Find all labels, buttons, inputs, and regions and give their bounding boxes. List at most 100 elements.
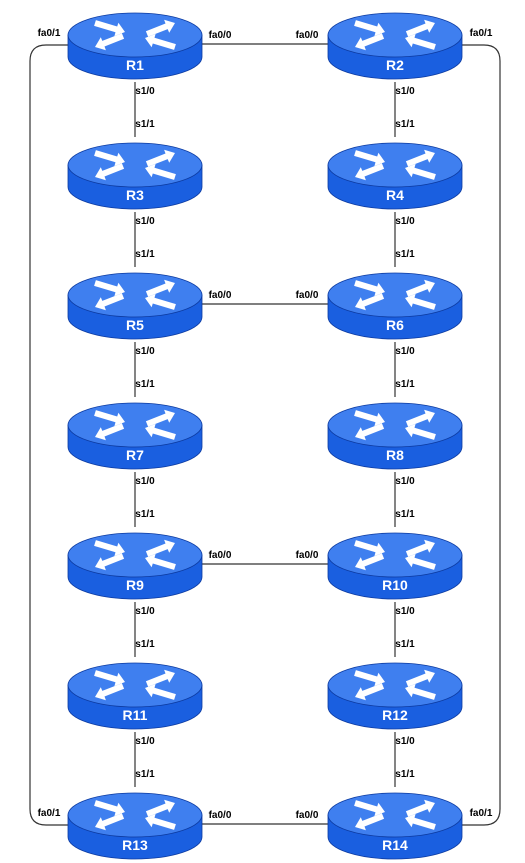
router-arrow-icon	[145, 553, 176, 570]
router-icon	[94, 539, 176, 571]
link-r1-r13	[29, 44, 68, 826]
port-labels-layer: fa0/0 fa0/0 s1/0 s1/1 s1/0 s1/1 s1/0 s1/1 s1/0 s1…	[38, 28, 493, 821]
router-top-face	[67, 532, 203, 578]
router-arrow-icon	[354, 280, 385, 297]
port-label: fa0/0	[209, 290, 232, 301]
router-label: R8	[386, 447, 404, 463]
port-label: s1/1	[395, 119, 415, 130]
port-label: s1/1	[395, 639, 415, 650]
router-arrow-icon	[145, 813, 176, 830]
port-label: s1/1	[135, 379, 155, 390]
router-top-face	[67, 12, 203, 58]
router-r7: R7	[67, 402, 203, 470]
router-top-face	[327, 532, 463, 578]
router-arrow-icon	[94, 800, 125, 817]
router-r2: R2	[327, 12, 463, 80]
router-arrow-icon	[355, 683, 385, 701]
router-arrow-icon	[145, 423, 176, 440]
router-arrow-icon	[405, 279, 435, 297]
router-arrow-icon	[405, 553, 436, 570]
router-arrow-icon	[405, 683, 436, 700]
router-arrow-icon	[145, 163, 176, 180]
router-arrow-icon	[355, 553, 385, 571]
port-label: fa0/0	[296, 550, 319, 561]
router-r4: R4	[327, 142, 463, 210]
router-top-face	[67, 402, 203, 448]
router-arrow-icon	[145, 669, 175, 687]
router-r12: R12	[327, 662, 463, 730]
router-top-face	[327, 12, 463, 58]
router-top-face	[327, 402, 463, 448]
router-label: R5	[126, 317, 144, 333]
router-arrow-icon	[95, 293, 125, 311]
router-arrow-icon	[95, 813, 125, 831]
router-r11: R11	[67, 662, 203, 730]
router-label: R10	[382, 577, 408, 593]
links-layer	[29, 43, 501, 826]
router-icon	[354, 409, 436, 441]
router-arrow-icon	[405, 19, 435, 37]
port-label: fa0/0	[209, 810, 232, 821]
port-label: fa0/0	[296, 30, 319, 41]
port-label: s1/0	[395, 606, 415, 617]
port-label: fa0/0	[209, 550, 232, 561]
port-label: s1/0	[395, 346, 415, 357]
router-arrow-icon	[95, 683, 125, 701]
port-label: s1/0	[135, 736, 155, 747]
router-icon	[354, 279, 436, 311]
router-arrow-icon	[355, 163, 385, 181]
router-arrow-icon	[355, 813, 385, 831]
router-label: R11	[123, 707, 148, 723]
router-arrow-icon	[145, 293, 176, 310]
router-arrow-icon	[354, 150, 385, 167]
router-arrow-icon	[405, 669, 435, 687]
port-label: s1/1	[135, 249, 155, 260]
router-top-face	[67, 272, 203, 318]
port-label: fa0/0	[209, 30, 232, 41]
router-label: R13	[122, 837, 148, 853]
router-arrow-icon	[145, 19, 175, 37]
port-label: s1/1	[395, 509, 415, 520]
router-arrow-icon	[405, 539, 435, 557]
router-icon	[94, 19, 176, 51]
router-r8: R8	[327, 402, 463, 470]
router-icon	[354, 669, 436, 701]
port-label: s1/0	[135, 476, 155, 487]
router-arrow-icon	[355, 293, 385, 311]
router-icon	[94, 279, 176, 311]
router-arrow-icon	[94, 20, 125, 37]
router-arrow-icon	[145, 539, 175, 557]
router-label: R14	[382, 837, 408, 853]
router-r13: R13	[67, 792, 203, 860]
router-arrow-icon	[405, 33, 436, 50]
router-top-face	[327, 662, 463, 708]
port-label: s1/1	[395, 379, 415, 390]
port-label: fa0/1	[38, 808, 61, 819]
router-arrow-icon	[94, 540, 125, 557]
router-icon	[94, 409, 176, 441]
port-label: s1/0	[135, 216, 155, 227]
router-icon	[354, 19, 436, 51]
port-label: s1/1	[395, 249, 415, 260]
router-icon	[354, 539, 436, 571]
port-label: s1/0	[395, 476, 415, 487]
port-label: s1/0	[135, 346, 155, 357]
router-label: R6	[386, 317, 404, 333]
port-label: s1/0	[135, 606, 155, 617]
port-label: s1/1	[135, 639, 155, 650]
router-top-face	[67, 792, 203, 838]
router-label: R12	[382, 707, 408, 723]
router-arrow-icon	[355, 33, 385, 51]
router-label: R9	[126, 577, 144, 593]
port-label: s1/0	[395, 736, 415, 747]
router-r6: R6	[327, 272, 463, 340]
port-label: s1/1	[395, 769, 415, 780]
router-arrow-icon	[94, 670, 125, 687]
router-icon	[94, 149, 176, 181]
router-r14: R14	[327, 792, 463, 860]
port-label: fa0/1	[470, 28, 493, 39]
port-label: s1/0	[395, 216, 415, 227]
router-arrow-icon	[145, 149, 175, 167]
router-r5: R5	[67, 272, 203, 340]
